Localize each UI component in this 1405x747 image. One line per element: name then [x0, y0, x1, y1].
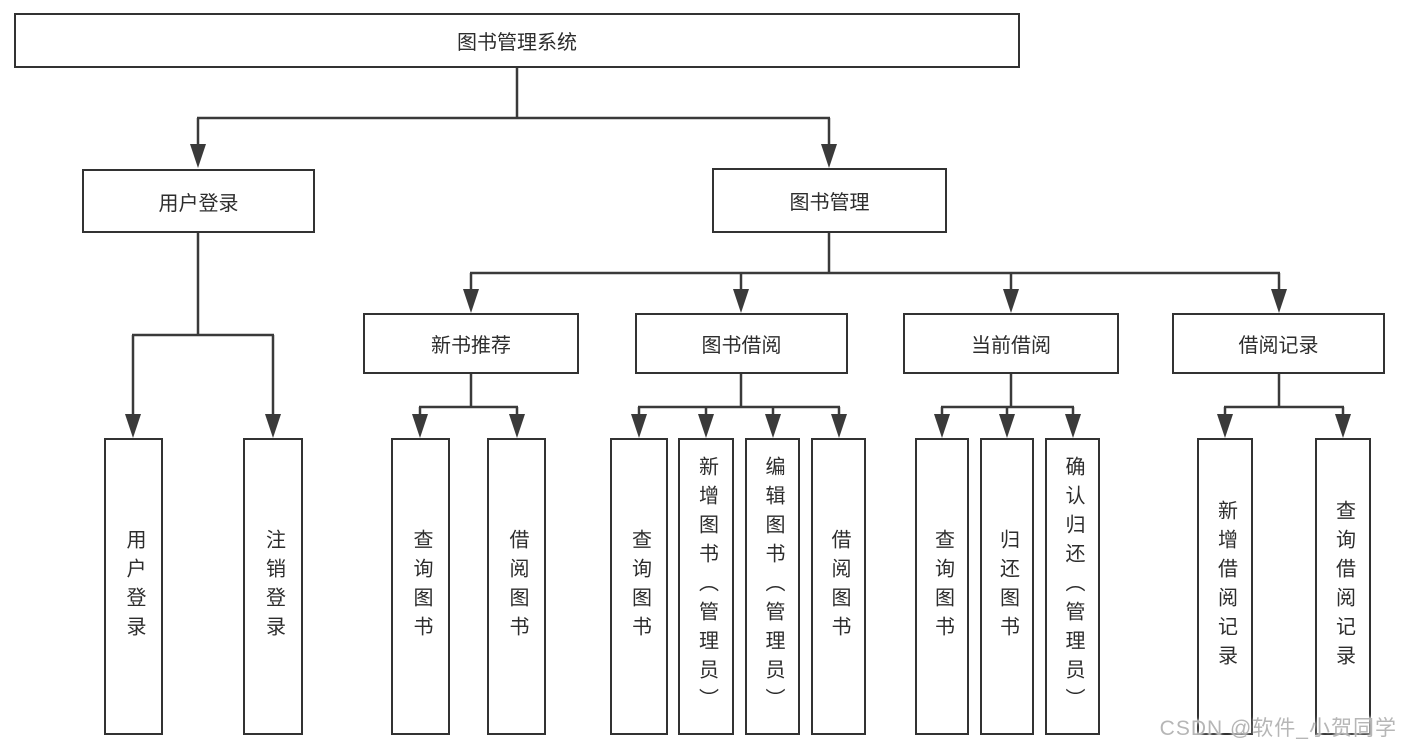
node-label: 当前借阅 — [971, 335, 1051, 357]
node-label: 借阅图书 — [828, 528, 850, 645]
node-label: 图书借阅 — [701, 335, 782, 357]
node-label: 归还图书 — [996, 528, 1019, 645]
node-leaf-query-books-borrowing: 查询图书 — [610, 438, 668, 735]
node-label: 查询借阅记录 — [1332, 499, 1355, 674]
node-user-login: 用户登录 — [82, 169, 315, 233]
node-leaf-query-books-current: 查询图书 — [915, 438, 969, 735]
node-leaf-confirm-return-admin: 确认归还（管理员） — [1045, 438, 1100, 735]
node-leaf-add-borrow-record: 新增借阅记录 — [1197, 438, 1253, 735]
node-label: 借阅记录 — [1238, 335, 1319, 357]
node-label: 查询图书 — [410, 528, 432, 645]
node-new-book-recommend: 新书推荐 — [363, 313, 579, 374]
node-book-borrowing: 图书借阅 — [635, 313, 848, 374]
node-leaf-borrow-books-borrowing: 借阅图书 — [811, 438, 866, 735]
node-label: 用户登录 — [123, 528, 145, 645]
node-leaf-return-book: 归还图书 — [980, 438, 1034, 735]
node-label: 新书推荐 — [431, 335, 511, 357]
node-leaf-edit-book-admin: 编辑图书（管理员） — [745, 438, 800, 735]
node-current-borrowing: 当前借阅 — [903, 313, 1119, 374]
node-leaf-user-login: 用户登录 — [104, 438, 163, 735]
node-label: 图书管理 — [789, 192, 870, 214]
node-label: 借阅图书 — [506, 528, 528, 645]
node-leaf-logout: 注销登录 — [243, 438, 303, 735]
node-label: 查询图书 — [628, 528, 651, 645]
node-label: 用户登录 — [158, 192, 239, 215]
node-leaf-query-borrow-record: 查询借阅记录 — [1315, 438, 1371, 735]
watermark: CSDN @软件_小贺同学 — [1159, 717, 1397, 740]
node-leaf-borrow-books-recommend: 借阅图书 — [487, 438, 546, 735]
node-label: 新增图书（管理员） — [695, 456, 718, 717]
node-label: 图书管理系统 — [457, 32, 577, 54]
arrowhead-icons — [125, 144, 1351, 438]
node-label: 新增借阅记录 — [1214, 499, 1237, 674]
node-root: 图书管理系统 — [14, 13, 1020, 68]
node-label: 查询图书 — [931, 528, 954, 645]
node-label: 注销登录 — [262, 528, 285, 645]
node-borrow-records: 借阅记录 — [1172, 313, 1385, 374]
node-leaf-add-book-admin: 新增图书（管理员） — [678, 438, 734, 735]
node-book-management: 图书管理 — [712, 168, 947, 233]
node-label: 编辑图书（管理员） — [762, 456, 784, 717]
node-leaf-query-books-recommend: 查询图书 — [391, 438, 450, 735]
node-label: 确认归还（管理员） — [1062, 456, 1084, 717]
